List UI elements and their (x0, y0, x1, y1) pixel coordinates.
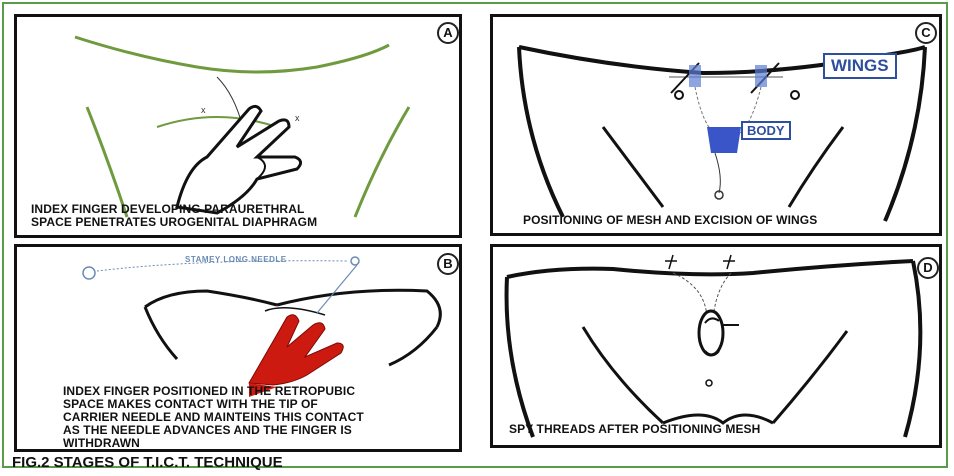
figure-title: FIG.2 STAGES OF T.I.C.T. TECHNIQUE (12, 454, 283, 471)
panel-d-caption: SPY THREADS AFTER POSITIONING MESH (509, 423, 760, 436)
panel-b-badge: B (437, 253, 459, 275)
panel-d-illustration (493, 247, 942, 448)
body-label: BODY (741, 121, 791, 140)
panel-c-illustration (493, 17, 942, 236)
panel-c: C WINGS BODY POSITIONING OF MESH AND EXC… (490, 14, 942, 236)
svg-text:x: x (295, 113, 300, 123)
panel-b: B STAMEY LONG NEEDLE INDEX FINGER POSITI… (14, 244, 462, 452)
needle-label: STAMEY LONG NEEDLE (185, 255, 287, 264)
panel-a-badge: A (437, 22, 459, 44)
wings-label: WINGS (823, 53, 897, 79)
panel-c-badge: C (915, 22, 937, 44)
panel-b-caption-line5: WITHDRAWN (63, 437, 140, 450)
panel-a: x x A INDEX FINGER DEVELOPING PARAURETHR… (14, 14, 462, 238)
svg-text:x: x (201, 105, 206, 115)
panel-c-caption: POSITIONING OF MESH AND EXCISION OF WING… (523, 214, 817, 227)
panel-d-badge: D (917, 257, 939, 279)
panel-a-caption-line2: SPACE PENETRATES UROGENITAL DIAPHRAGM (31, 216, 317, 229)
panel-d: D SPY THREADS AFTER POSITIONING MESH (490, 244, 942, 448)
